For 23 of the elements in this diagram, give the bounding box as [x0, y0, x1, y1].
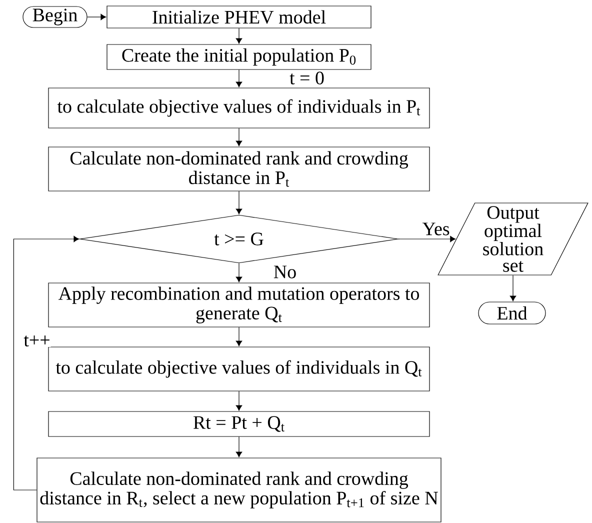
process-box: Calculate non-dominated rank and crowding distance in R$_{t}$, select a new population P$_{t+1}$ of size N: [36, 458, 442, 522]
arrow: [510, 275, 516, 302]
arrow: [236, 436, 242, 458]
process-box: to calculate objective values of individuals in P$_{t}$: [48, 88, 430, 128]
arrow: [87, 14, 106, 20]
edge-label: t++: [24, 336, 50, 346]
edge-label: t = 0: [290, 72, 324, 84]
process-box: Calculate non-dominated rank and crowding distance in P$_{t}$: [48, 146, 430, 192]
arrow: [236, 327, 242, 346]
process-box: to calculate objective values of individuals in Q$_{t}$: [48, 346, 430, 392]
edge-label: No: [274, 266, 296, 278]
arrow: [236, 70, 242, 88]
arrow: [398, 236, 456, 242]
arrow: [236, 191, 242, 214]
arrow: [13, 236, 80, 490]
process-box: Initialize PHEV model: [106, 6, 372, 28]
arrow: [236, 263, 242, 282]
process-box: Create the initial population P$_{0}$: [106, 44, 372, 70]
arrow: [236, 28, 242, 44]
process-box: Rt = Pt + Q$_{t}$: [48, 411, 430, 437]
process-box: Apply recombination and mutation operators to generate Q$_{t}$: [48, 282, 430, 328]
arrow: [236, 391, 242, 411]
arrow: [236, 128, 242, 146]
